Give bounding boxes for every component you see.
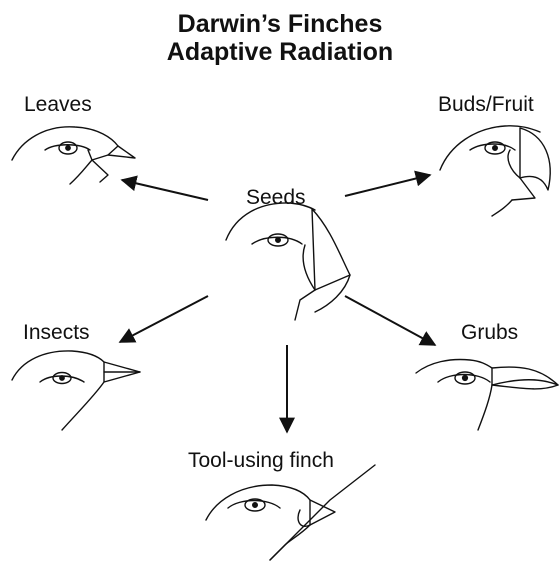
arrow-to-insects bbox=[120, 296, 208, 342]
grubs-finch-head bbox=[416, 360, 558, 430]
insects-finch-head bbox=[12, 351, 140, 430]
tool-using-finch-head bbox=[206, 465, 375, 560]
arrow-to-buds-fruit bbox=[345, 175, 430, 196]
leaves-finch-head bbox=[12, 127, 135, 184]
arrow-to-grubs bbox=[345, 296, 435, 345]
buds-fruit-finch-head bbox=[440, 126, 550, 216]
arrow-to-leaves bbox=[122, 180, 208, 200]
seeds-finch-head bbox=[226, 203, 350, 320]
